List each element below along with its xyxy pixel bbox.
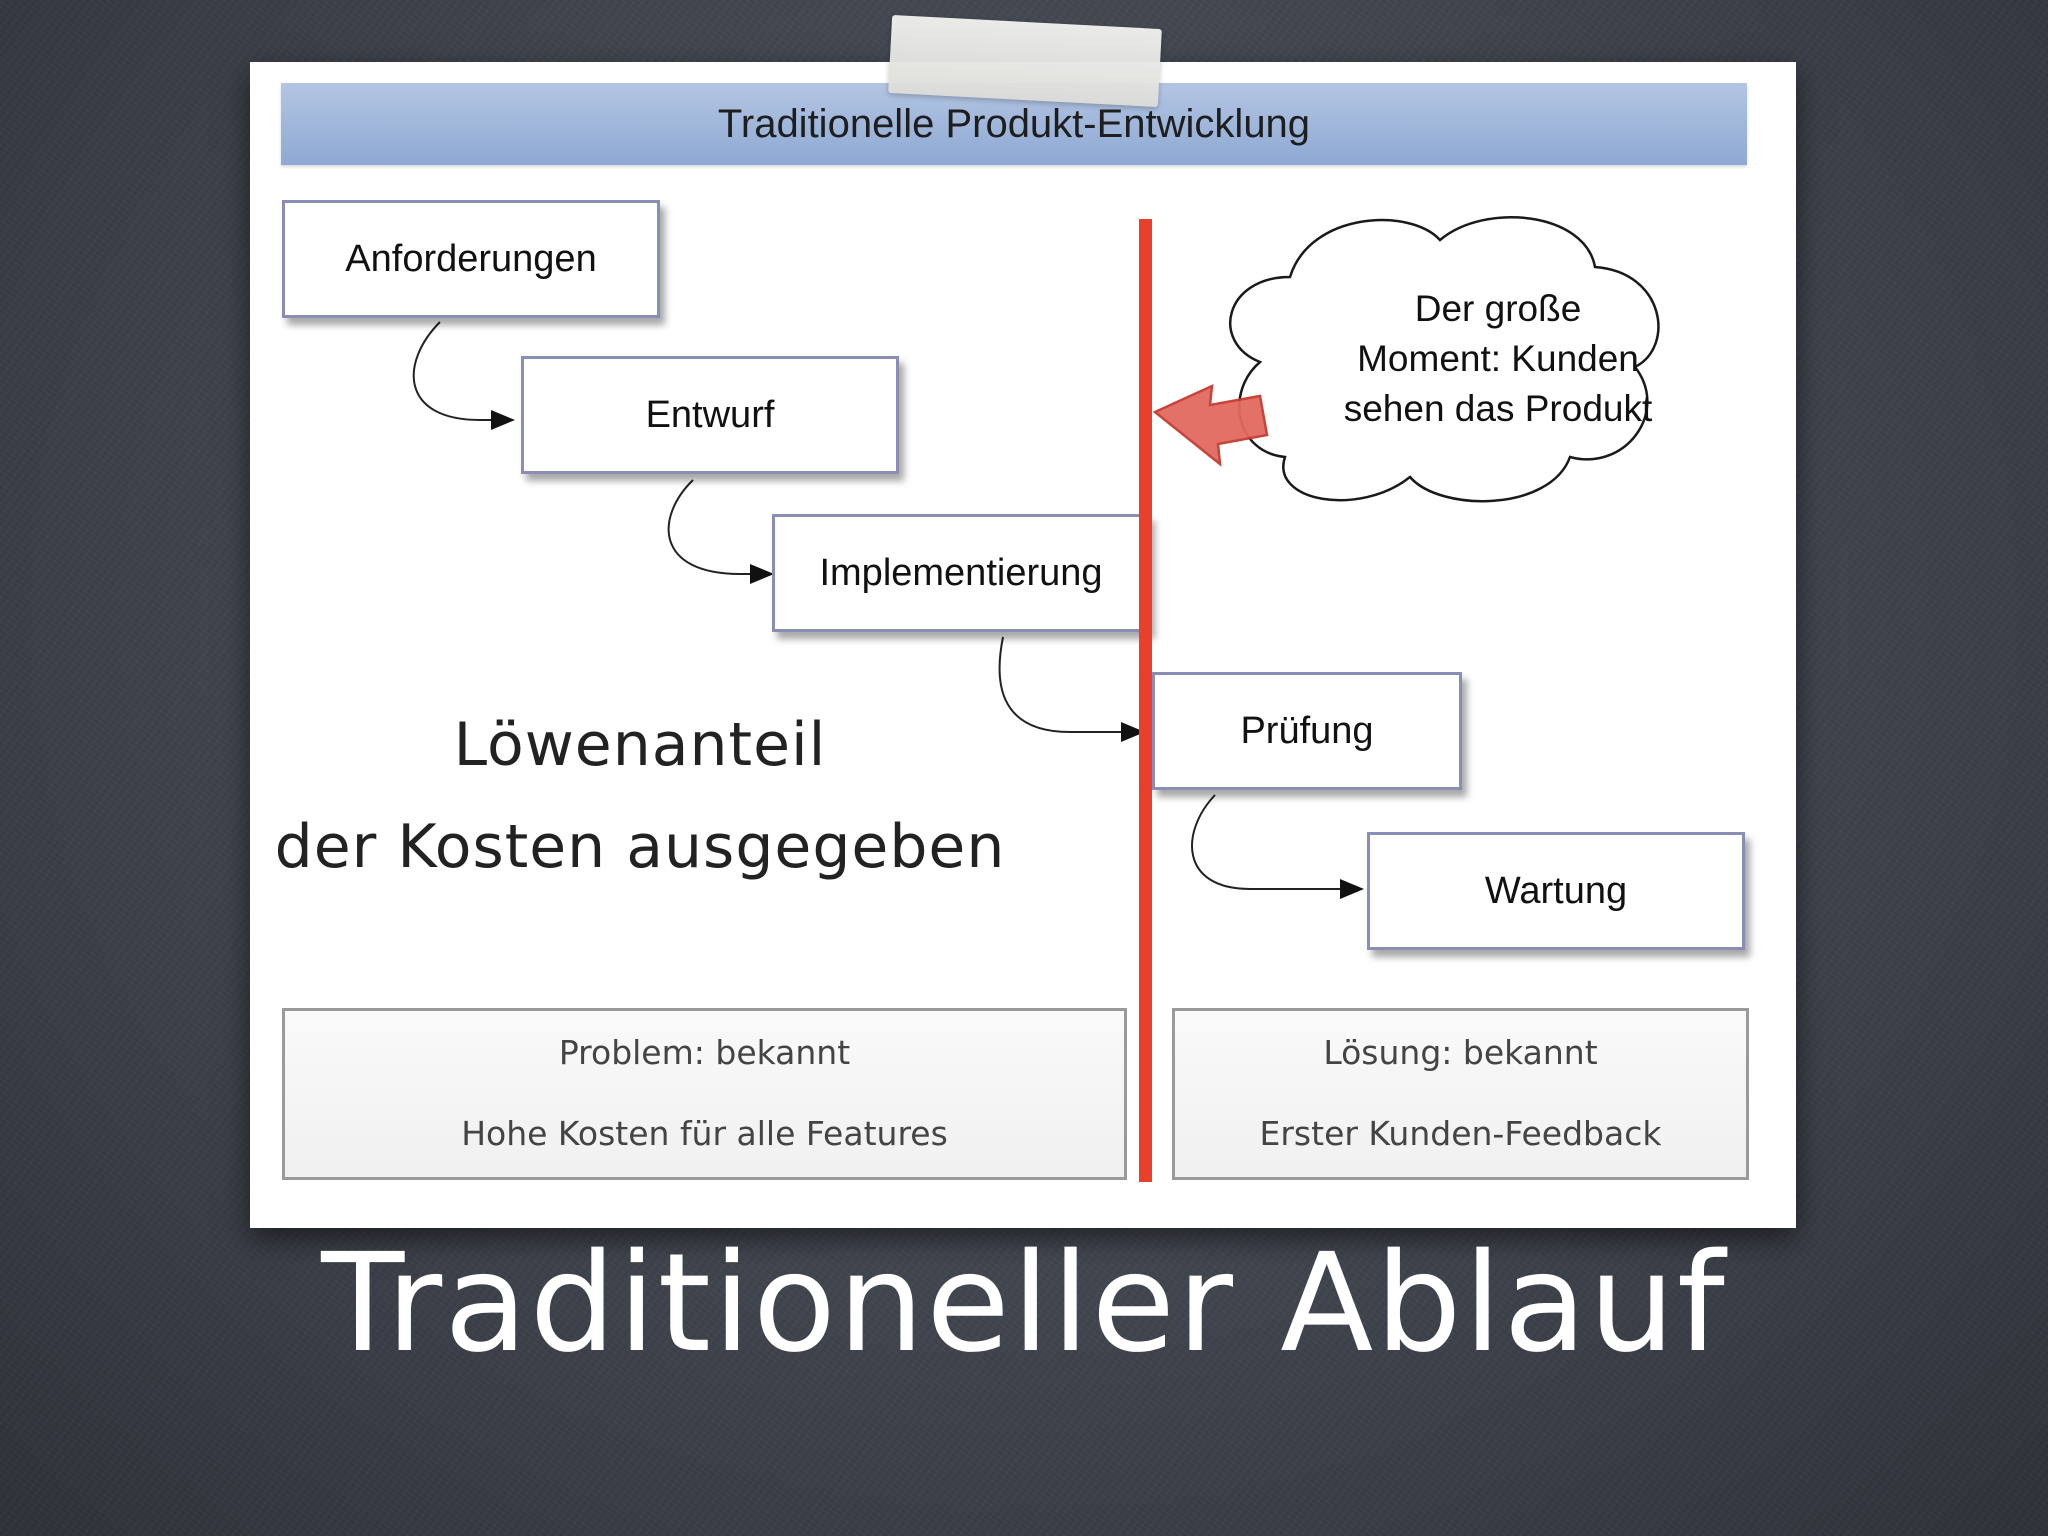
- problem-line-2: Hohe Kosten für alle Features: [461, 1114, 948, 1153]
- cost-text-line-1: Löwenanteil: [453, 710, 827, 780]
- connector-1: [412, 321, 515, 430]
- diagram-photo: Traditionelle Produkt-Entwicklung Anford…: [250, 62, 1796, 1228]
- solution-info-box: Lösung: bekannt Erster Kunden-Feedback: [1172, 1008, 1749, 1180]
- connector-arrows: [412, 321, 1364, 899]
- red-pointer-arrow: [1152, 383, 1269, 467]
- callout-line-1: Der große: [1414, 288, 1582, 329]
- connector-4: [1191, 794, 1364, 899]
- cloud-shape: [1229, 215, 1660, 503]
- step-entwurf: Entwurf: [521, 356, 899, 474]
- step-implementierung: Implementierung: [772, 514, 1150, 632]
- callout-text: Der große Moment: Kunden sehen das Produ…: [1273, 284, 1723, 434]
- connector-3: [998, 636, 1145, 742]
- connector-2: [667, 479, 774, 584]
- step-pruefung: Prüfung: [1152, 672, 1462, 790]
- slide-caption: Traditioneller Ablauf: [321, 1225, 1727, 1383]
- step-anforderungen: Anforderungen: [282, 200, 660, 318]
- tape-strip: [888, 14, 1162, 108]
- problem-line-1: Problem: bekannt: [558, 1033, 851, 1072]
- step-wartung: Wartung: [1367, 832, 1745, 950]
- callout-line-3: sehen das Produkt: [1343, 388, 1653, 429]
- solution-line-1: Lösung: bekannt: [1323, 1033, 1598, 1072]
- callout-cloud-graphic: [1152, 215, 1660, 503]
- callout-line-2: Moment: Kunden: [1357, 338, 1639, 379]
- cost-text-line-2: der Kosten ausgegeben: [274, 812, 1006, 882]
- customer-moment-divider: [1139, 219, 1152, 1182]
- solution-line-2: Erster Kunden-Feedback: [1259, 1114, 1662, 1153]
- problem-info-box: Problem: bekannt Hohe Kosten für alle Fe…: [282, 1008, 1127, 1180]
